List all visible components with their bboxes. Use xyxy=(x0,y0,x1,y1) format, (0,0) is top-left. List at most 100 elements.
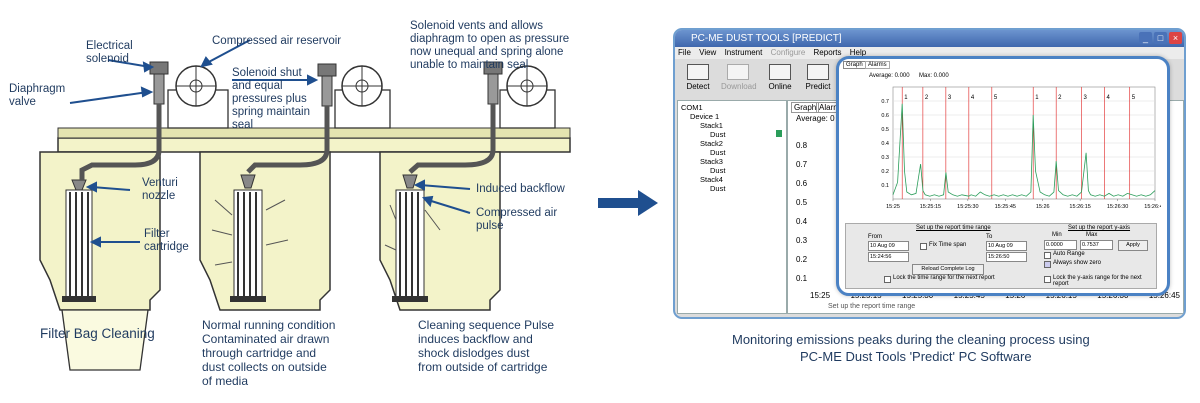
to-time-field[interactable]: 15:26:50 xyxy=(986,252,1027,262)
x-tick-label: 15:25:45 xyxy=(995,204,1016,210)
menu-instrument[interactable]: Instrument xyxy=(724,48,763,57)
predict-button[interactable]: Predict xyxy=(801,62,835,96)
tree-stack2[interactable]: Stack2 xyxy=(700,139,723,148)
y-tick-label: 0.7 xyxy=(881,99,889,105)
online-icon xyxy=(769,64,791,80)
diaphragm-valves xyxy=(79,61,503,180)
pulse-marker-label: 5 xyxy=(994,95,998,101)
y-tick-label: 0.2 xyxy=(881,169,889,175)
from-date-field[interactable]: 10 Aug 09 xyxy=(868,241,909,251)
pulse-marker-label: 4 xyxy=(971,95,975,101)
menu-configure[interactable]: Configure xyxy=(770,48,806,57)
caption-filter-bag-cleaning: Filter Bag Cleaning xyxy=(40,326,155,341)
bg-ytick: 0.5 xyxy=(796,198,808,207)
tree-dust3[interactable]: Dust xyxy=(710,166,726,175)
caption-normal-running: Normal running condition Contaminated ai… xyxy=(202,318,336,388)
label-induced-backflow: Induced backflow xyxy=(476,183,565,195)
y-tick-label: 0.5 xyxy=(881,127,889,133)
lock-time-label: Lock the time range for the next report xyxy=(893,275,995,281)
bg-ytick: 0.1 xyxy=(796,274,808,283)
label-filter-cartridge: Filter cartridge xyxy=(144,228,189,253)
always-show-zero-label: Always show zero xyxy=(1053,260,1102,266)
top-manifold xyxy=(57,127,571,153)
max-field[interactable]: 0.7537 xyxy=(1080,240,1113,250)
pulse-marker-label: 3 xyxy=(948,95,952,101)
apply-button[interactable]: Apply xyxy=(1118,240,1148,251)
reload-log-button[interactable]: Reload Complete Log xyxy=(912,264,984,275)
download-label: Download xyxy=(721,82,757,91)
detect-button[interactable]: Detect xyxy=(681,62,715,96)
tree-dust4[interactable]: Dust xyxy=(710,184,726,193)
right-arrow-icon xyxy=(598,190,658,216)
lock-yaxis-label: Lock the y-axis range for the next repor… xyxy=(1053,275,1142,287)
label-electrical-solenoid: Electrical solenoid xyxy=(86,40,133,65)
pulse-marker-label: 5 xyxy=(1132,95,1136,101)
predict-label: Predict xyxy=(805,82,831,91)
bg-ytick: 0.6 xyxy=(796,179,808,188)
min-field[interactable]: 0.0000 xyxy=(1044,240,1077,250)
label-compressed-air-reservoir: Compressed air reservoir xyxy=(212,35,342,47)
pulse-marker-label: 1 xyxy=(904,95,908,101)
menu-view[interactable]: View xyxy=(699,48,717,57)
bg-footer: Set up the report time range xyxy=(828,303,916,310)
x-tick-label: 15:25:15 xyxy=(920,204,941,210)
from-time-field[interactable]: 15:24:56 xyxy=(868,252,909,262)
menu-help[interactable]: Help xyxy=(849,48,867,57)
pulse-marker-label: 4 xyxy=(1106,95,1110,101)
tree-dust2[interactable]: Dust xyxy=(710,148,726,157)
bg-ytick: 0.2 xyxy=(796,255,808,264)
label-solenoid-vents: Solenoid vents and allows diaphragm to o… xyxy=(410,20,570,71)
filter-diagram xyxy=(39,39,571,371)
pulse-marker-label: 3 xyxy=(1083,95,1087,101)
bg-ytick: 0.4 xyxy=(796,217,808,226)
bg-tab-graph[interactable]: Graph xyxy=(791,102,820,113)
software-caption-line1: Monitoring emissions peaks during the cl… xyxy=(732,332,1090,347)
close-button[interactable]: × xyxy=(1169,32,1182,44)
lock-yaxis-checkbox[interactable] xyxy=(1044,276,1051,283)
device-tree: COM1 Device 1 Stack1 Dust Stack2 Dust St… xyxy=(677,100,787,314)
tree-com1[interactable]: COM1 xyxy=(681,103,703,112)
tree-stack3[interactable]: Stack3 xyxy=(700,157,723,166)
label-solenoid-shut: Solenoid shut and equal pressures plus s… xyxy=(232,67,310,131)
x-tick-label: 15:26:30 xyxy=(1107,204,1128,210)
x-tick-label: 15:25 xyxy=(886,204,900,210)
menu-file[interactable]: File xyxy=(678,48,691,57)
lock-time-checkbox[interactable] xyxy=(884,276,891,283)
status-indicator xyxy=(776,130,782,137)
inset-tab-graph[interactable]: Graph xyxy=(843,61,866,69)
fix-time-span-label: Fix Time span xyxy=(929,242,967,248)
detect-label: Detect xyxy=(686,82,710,91)
menu-reports[interactable]: Reports xyxy=(813,48,842,57)
bg-average: Average: 0 xyxy=(796,114,835,123)
software-caption-line2: PC-ME Dust Tools 'Predict' PC Software xyxy=(800,349,1032,364)
tree-stack4[interactable]: Stack4 xyxy=(700,175,723,184)
fix-time-span-checkbox[interactable] xyxy=(920,243,927,250)
online-button[interactable]: Online xyxy=(763,62,797,96)
inset-tab-alarms[interactable]: Alarms xyxy=(865,61,890,69)
tree-stack1[interactable]: Stack1 xyxy=(700,121,723,130)
controls-panel: Set up the report time range Set up the … xyxy=(845,223,1157,289)
caption-cleaning-sequence: Cleaning sequence Pulse induces backflow… xyxy=(418,318,555,374)
filter-housing-3 xyxy=(379,151,501,311)
download-button[interactable]: Download xyxy=(721,62,757,96)
always-show-zero-checkbox[interactable] xyxy=(1044,261,1051,268)
detect-icon xyxy=(687,64,709,80)
auto-range-checkbox[interactable] xyxy=(1044,252,1051,259)
label-arrows xyxy=(69,39,471,248)
online-label: Online xyxy=(768,82,792,91)
maximize-button[interactable]: □ xyxy=(1154,32,1167,44)
label-compressed-air-pulse: Compressed air pulse xyxy=(476,207,558,232)
x-tick-label: 15:25:30 xyxy=(957,204,978,210)
minimize-button[interactable]: _ xyxy=(1139,32,1152,44)
tree-dust1[interactable]: Dust xyxy=(710,130,726,139)
to-label: To xyxy=(986,234,993,240)
inset-average: Average: 0.000 xyxy=(869,73,910,79)
to-date-field[interactable]: 10 Aug 09 xyxy=(986,241,1027,251)
download-icon xyxy=(727,64,749,80)
time-range-title: Set up the report time range xyxy=(916,225,991,231)
tree-device1[interactable]: Device 1 xyxy=(690,112,720,121)
bg-ytick: 0.3 xyxy=(796,236,808,245)
bg-xtick: 15:25 xyxy=(810,291,831,300)
auto-range-label: Auto Range xyxy=(1053,251,1085,257)
